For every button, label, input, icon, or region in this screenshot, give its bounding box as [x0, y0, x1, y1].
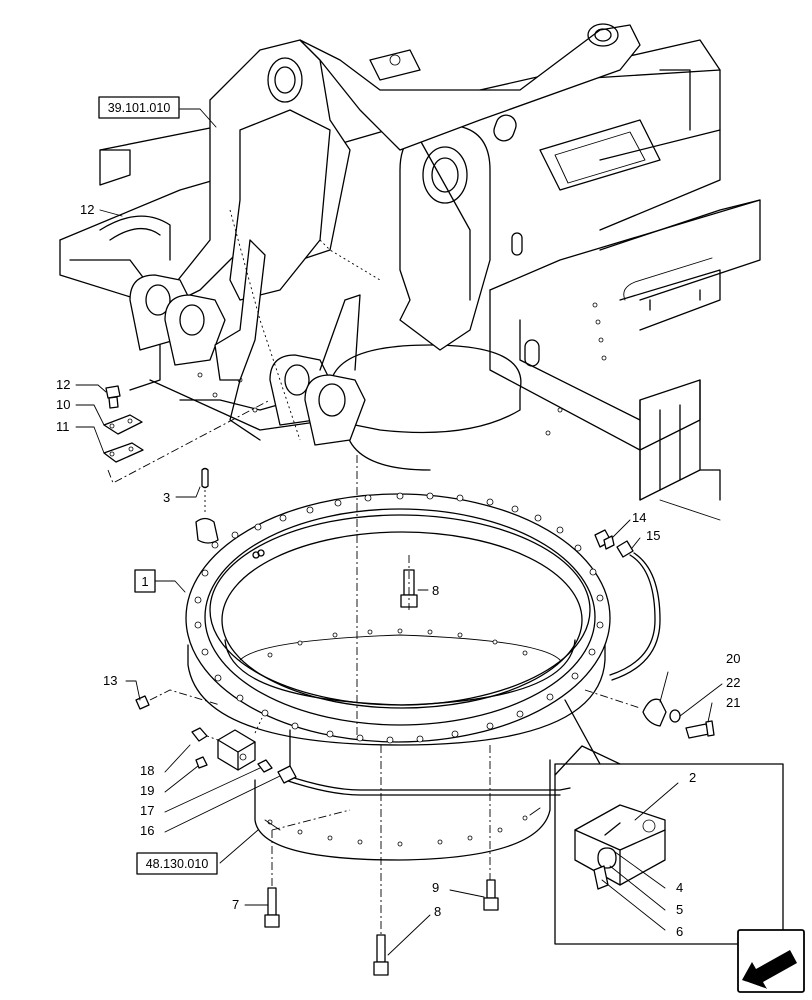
callout-12-top: 12 — [80, 202, 94, 217]
next-page-arrow-icon[interactable] — [737, 929, 805, 993]
ref-label-bottom: 48.130.010 — [146, 857, 209, 871]
small-parts — [103, 385, 715, 976]
callout-16: 16 — [140, 823, 154, 838]
callout-15: 15 — [646, 528, 660, 543]
callout-9: 9 — [432, 880, 439, 895]
callout-14: 14 — [632, 510, 646, 525]
callout-12: 12 — [56, 377, 70, 392]
callout-1: 1 — [141, 574, 148, 589]
callout-8-lower: 8 — [434, 904, 441, 919]
callout-6: 6 — [676, 924, 683, 939]
callout-7: 7 — [232, 897, 239, 912]
callout-17: 17 — [140, 803, 154, 818]
callout-10: 10 — [56, 397, 70, 412]
callout-20: 20 — [726, 651, 740, 666]
main-part-box: 1 — [134, 569, 156, 593]
ref-box-39-101-010[interactable]: 39.101.010 — [98, 96, 180, 119]
callout-numbers: 12 12 10 11 3 13 14 15 8 20 22 21 18 19 … — [56, 202, 740, 939]
detail-inset — [554, 699, 784, 945]
callout-18: 18 — [140, 763, 154, 778]
ref-label-top: 39.101.010 — [108, 101, 171, 115]
callout-3: 3 — [163, 490, 170, 505]
callout-2: 2 — [689, 770, 696, 785]
callout-22: 22 — [726, 675, 740, 690]
upper-frame-assembly — [59, 23, 761, 521]
callout-4: 4 — [676, 880, 683, 895]
leader-lines — [75, 108, 723, 956]
slewing-ring — [185, 492, 611, 861]
callout-8-upper: 8 — [432, 583, 439, 598]
flange-bolt-holes — [194, 492, 604, 744]
callout-5: 5 — [676, 902, 683, 917]
inner-holes — [267, 628, 528, 658]
callout-21: 21 — [726, 695, 740, 710]
callout-13: 13 — [103, 673, 117, 688]
callout-11: 11 — [56, 419, 70, 434]
callout-19: 19 — [140, 783, 154, 798]
ref-box-48-130-010[interactable]: 48.130.010 — [136, 852, 218, 875]
